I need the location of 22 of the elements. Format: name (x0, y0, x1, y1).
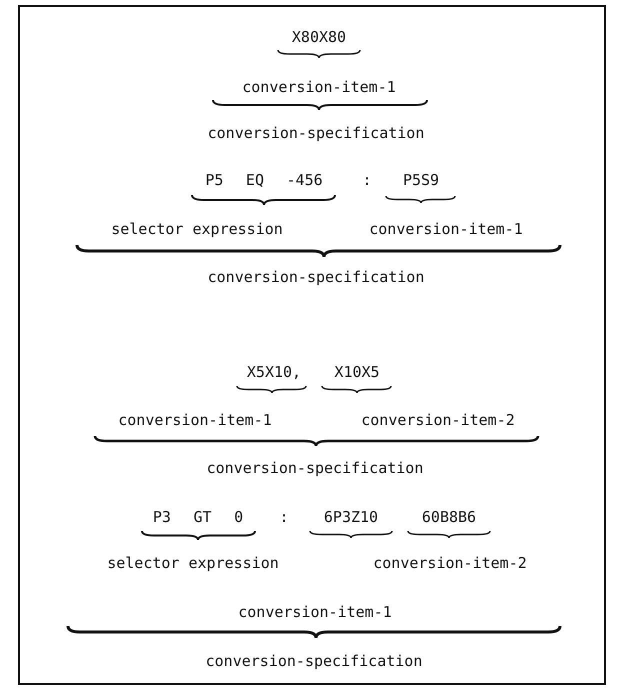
syntax-text: conversion-specification (208, 268, 424, 286)
syntax-text: X5X10, (246, 364, 302, 380)
syntax-text: conversion-item-1 (118, 412, 272, 428)
syntax-text: 6P3Z10 (324, 508, 378, 526)
syntax-text: selector expression (111, 220, 283, 238)
syntax-text: conversion-item-2 (373, 554, 527, 572)
syntax-text: 60B8B6 (422, 508, 476, 526)
syntax-text: X80X80 (292, 28, 346, 46)
syntax-text: conversion-item-1 (369, 220, 523, 238)
syntax-text: conversion-specification (206, 652, 422, 670)
syntax-text: conversion-item-1 (242, 78, 396, 96)
syntax-text: P3 GT 0 (152, 508, 244, 526)
syntax-text: X10X5 (334, 364, 380, 380)
syntax-text: conversion-specification (206, 460, 424, 476)
syntax-text: : (279, 508, 289, 526)
syntax-text: conversion-specification (208, 124, 424, 142)
syntax-text: P5 EQ -456 (205, 172, 323, 188)
syntax-text: : (362, 172, 372, 188)
syntax-text: P5S9 (402, 172, 440, 188)
syntax-text: conversion-item-2 (361, 412, 515, 428)
syntax-text: selector expression (107, 554, 279, 572)
syntax-text: conversion-item-1 (238, 604, 392, 620)
